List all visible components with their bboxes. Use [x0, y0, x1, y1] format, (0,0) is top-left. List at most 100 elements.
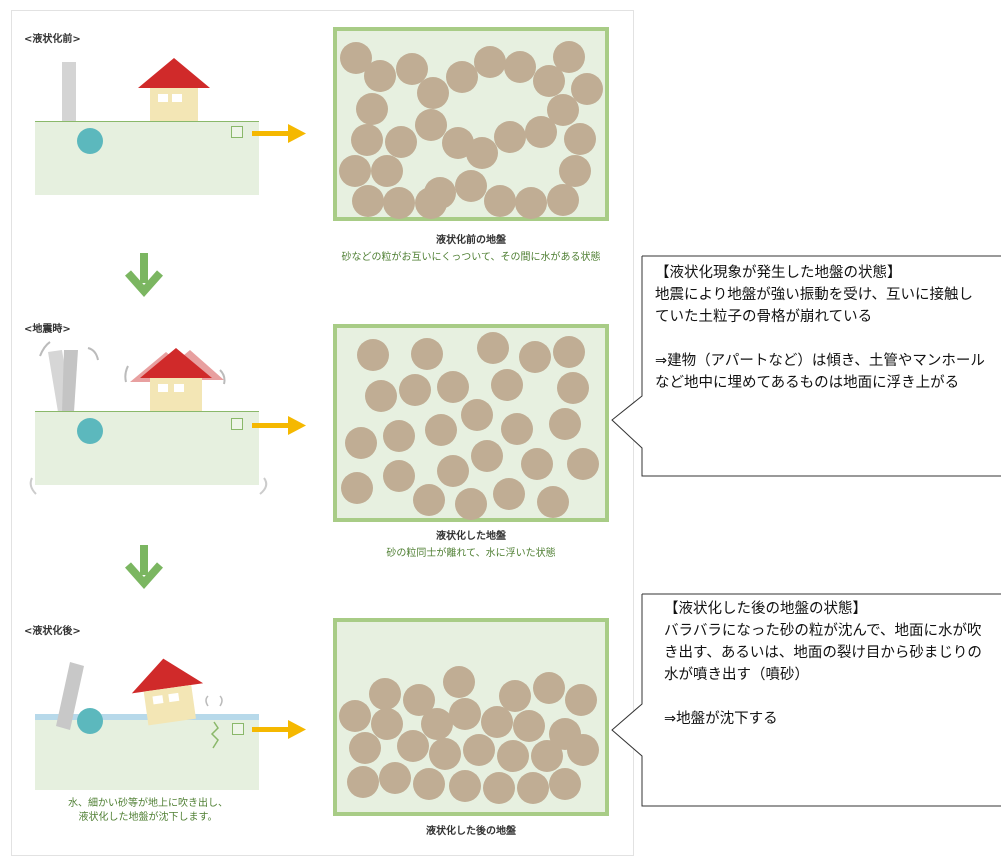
sand-grain: [494, 121, 526, 153]
sand-grain: [477, 332, 509, 364]
sand-grain: [383, 460, 415, 492]
sand-grain: [437, 371, 469, 403]
sand-grain: [484, 185, 516, 217]
down-arrow-icon: [125, 253, 163, 298]
sand-grain: [385, 126, 417, 158]
sand-grain: [491, 369, 523, 401]
soil-box-during: [333, 324, 609, 522]
sand-grain: [499, 680, 531, 712]
down-arrow-icon: [125, 545, 163, 590]
stage-label-during: <地震時>: [24, 324, 71, 335]
zoom-arrow-icon: [252, 124, 306, 143]
sand-grain: [425, 414, 457, 446]
callout-liquefaction-frame: [611, 255, 1001, 477]
sand-grain: [519, 341, 551, 373]
sand-grain: [339, 155, 371, 187]
caption-before-title: 液状化前の地盤: [436, 235, 506, 246]
sand-grain: [351, 124, 383, 156]
sand-grain: [466, 137, 498, 169]
stage-label-before: <液状化前>: [24, 34, 81, 45]
sand-grain: [349, 732, 381, 764]
zoom-marker: [231, 126, 243, 138]
sand-grain: [443, 666, 475, 698]
sand-grain: [537, 486, 569, 518]
sand-grain: [371, 155, 403, 187]
sand-grain: [521, 448, 553, 480]
sand-grain: [513, 710, 545, 742]
sand-grain: [417, 77, 449, 109]
sand-grain: [504, 51, 536, 83]
sand-grain: [345, 427, 377, 459]
sand-grain: [474, 46, 506, 78]
sand-grain: [415, 187, 447, 219]
house-icon: [138, 58, 210, 122]
caption-during: 液状化した地盤 砂の粒同士が離れて、水に浮いた状態: [300, 527, 642, 559]
after-note-line1: 水、細かい砂等が地上に吹き出し、: [68, 798, 228, 809]
sand-grain: [549, 408, 581, 440]
shake-lines: [29, 477, 268, 495]
sand-grain: [547, 184, 579, 216]
sand-grain: [455, 170, 487, 202]
caption-after-note: 水、細かい砂等が地上に吹き出し、 液状化した地盤が沈下します。: [26, 797, 270, 825]
buried-pipe: [77, 418, 103, 444]
sand-grain: [517, 772, 549, 804]
sand-grain: [449, 770, 481, 802]
soil-box-before: [333, 27, 609, 221]
sand-grain: [553, 41, 585, 73]
sand-grain: [357, 339, 389, 371]
after-note-line2: 液状化した地盤が沈下します。: [78, 812, 218, 823]
stage-label-after: <液状化後>: [24, 626, 81, 637]
sand-grain: [564, 123, 596, 155]
sand-grain: [365, 380, 397, 412]
sand-grain: [356, 93, 388, 125]
tilted-house-icon: [131, 658, 204, 726]
sand-grain: [497, 740, 529, 772]
zoom-arrow-icon: [252, 416, 306, 435]
sand-grain: [383, 420, 415, 452]
caption-before-subtitle: 砂などの粒がお互いにくっついて、その間に水がある状態: [341, 252, 601, 263]
caption-during-subtitle: 砂の粒同士が離れて、水に浮いた状態: [386, 548, 556, 559]
shaking-pole: [39, 341, 99, 412]
sand-grain: [553, 336, 585, 368]
sand-grain: [455, 488, 487, 520]
sand-grain: [531, 740, 563, 772]
caption-during-title: 液状化した地盤: [436, 531, 506, 542]
sand-grain: [493, 478, 525, 510]
sand-grain: [449, 698, 481, 730]
sand-grain: [399, 374, 431, 406]
sand-grain: [461, 399, 493, 431]
sand-grain: [413, 768, 445, 800]
buried-pipe: [77, 128, 103, 154]
callout-after-frame: [611, 593, 1001, 807]
sand-grain: [383, 187, 415, 219]
sand-grain: [352, 185, 384, 217]
sand-grain: [471, 440, 503, 472]
sand-grain: [341, 472, 373, 504]
utility-pole: [62, 62, 76, 122]
sand-grain: [411, 338, 443, 370]
sand-grain: [379, 762, 411, 794]
sand-grain: [481, 706, 513, 738]
soil-box-after: [333, 618, 609, 816]
tilted-pole: [56, 662, 84, 730]
zoom-marker: [231, 418, 243, 430]
floating-pipe: [77, 708, 103, 734]
ground-before: [35, 121, 259, 195]
sand-grain: [567, 448, 599, 480]
callout-after-text: 【液状化した後の地盤の状態】 バラバラになった砂の粒が沈んで、地面に水が吹き出す…: [664, 601, 982, 727]
caption-after-title: 液状化した後の地盤: [426, 826, 516, 837]
sand-grain: [429, 738, 461, 770]
sand-grain: [533, 672, 565, 704]
sand-grain: [371, 708, 403, 740]
sand-grain: [549, 768, 581, 800]
sand-grain: [369, 678, 401, 710]
zoom-arrow-icon: [252, 720, 306, 739]
sand-grain: [421, 708, 453, 740]
sand-grain: [339, 700, 371, 732]
sand-grain: [501, 413, 533, 445]
sand-grain: [437, 455, 469, 487]
ground-after: [35, 718, 259, 790]
sand-grain: [364, 60, 396, 92]
sand-grain: [515, 187, 547, 219]
sand-grain: [559, 155, 591, 187]
